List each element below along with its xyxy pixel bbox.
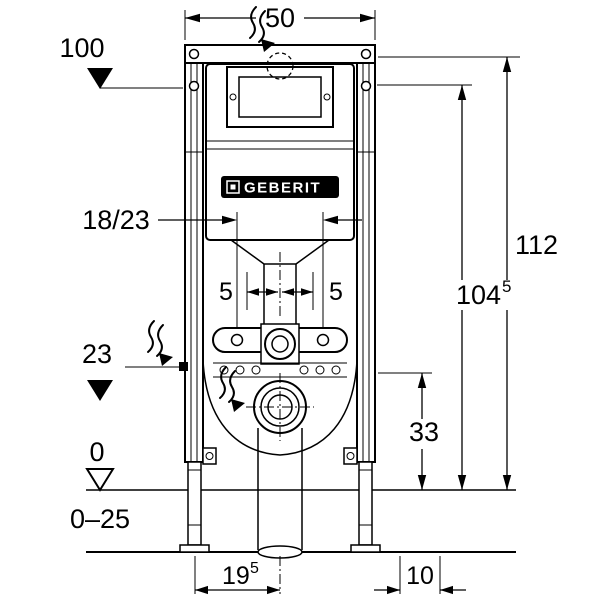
steam-icon bbox=[147, 320, 173, 366]
level-marker-open bbox=[85, 468, 115, 492]
flush-plate-inner bbox=[238, 76, 322, 118]
dim-5-left-label: 5 bbox=[219, 278, 233, 306]
dim-104-label: 104 bbox=[456, 280, 501, 310]
dimension-height-1045: 104 5 bbox=[377, 84, 518, 490]
dim-10-label: 10 bbox=[406, 562, 434, 590]
floor-lines bbox=[86, 489, 516, 553]
wall-bracket bbox=[202, 447, 217, 465]
installation-frame bbox=[179, 44, 381, 553]
foot-plate bbox=[179, 544, 210, 553]
frame-left-rail bbox=[184, 44, 204, 463]
dim-025-label: 0–25 bbox=[70, 504, 130, 534]
dimension-floor-zero: 0 bbox=[85, 437, 115, 492]
dim-104-sup-label: 5 bbox=[502, 277, 511, 296]
wc-pan-outline bbox=[202, 359, 358, 456]
dim-33-label: 33 bbox=[409, 417, 439, 447]
concealed-cistern: GEBERIT bbox=[205, 52, 355, 241]
level-marker-filled bbox=[87, 68, 113, 89]
dim-195-label: 19 bbox=[222, 562, 250, 590]
frame-right-rail bbox=[356, 44, 376, 463]
geberit-logo: GEBERIT bbox=[221, 176, 339, 198]
geberit-logo-mark-icon bbox=[226, 180, 240, 194]
dim-112-label: 112 bbox=[515, 230, 558, 260]
dimension-height-100: 100 bbox=[59, 33, 183, 89]
dim-1823-label: 18/23 bbox=[82, 205, 150, 235]
frame-left-leg bbox=[187, 461, 202, 546]
dim-5-right-label: 5 bbox=[329, 278, 343, 306]
extraction-hole bbox=[266, 52, 294, 80]
dim-100-label: 100 bbox=[59, 33, 104, 63]
mounting-bracket bbox=[212, 323, 348, 365]
dim-23-label: 23 bbox=[82, 339, 112, 369]
frame-right-leg bbox=[358, 461, 373, 546]
dimension-bottom-10: 10 bbox=[374, 556, 466, 595]
dimension-bottom-195: 19 5 bbox=[194, 556, 281, 595]
soil-pipe bbox=[257, 428, 303, 559]
dimension-height-33: 33 bbox=[378, 372, 444, 490]
threaded-rod-right bbox=[316, 333, 330, 347]
dim-top-width-label: 50 bbox=[265, 3, 295, 33]
screw-hole-icon bbox=[188, 80, 200, 92]
cistern-body bbox=[205, 63, 355, 241]
screw-hole-icon bbox=[360, 80, 372, 92]
threaded-rod-left bbox=[230, 333, 244, 347]
steam-icon bbox=[219, 366, 245, 412]
steam-icon bbox=[249, 6, 275, 52]
level-marker-filled bbox=[87, 380, 113, 401]
dim-0-label: 0 bbox=[89, 437, 104, 467]
brand-label: GEBERIT bbox=[244, 180, 321, 197]
supply-connection bbox=[125, 362, 188, 371]
frame-top-crossbar bbox=[184, 44, 376, 64]
dimension-height-23: 23 bbox=[82, 339, 113, 401]
flush-pipe bbox=[230, 239, 330, 328]
dim-195-sup-label: 5 bbox=[250, 560, 259, 577]
dimension-top-width: 50 bbox=[184, 3, 376, 40]
screw-hole-icon bbox=[360, 48, 372, 60]
flush-plate-opening bbox=[226, 66, 334, 128]
dimension-offsets: 5 5 bbox=[219, 272, 343, 310]
outlet-bend bbox=[246, 373, 314, 441]
dimension-rod-spacing: 18/23 bbox=[82, 205, 362, 235]
foot-plate bbox=[350, 544, 381, 553]
wall-bracket bbox=[343, 447, 358, 465]
dimension-height-112: 112 bbox=[378, 56, 558, 490]
screw-hole-icon bbox=[188, 48, 200, 60]
